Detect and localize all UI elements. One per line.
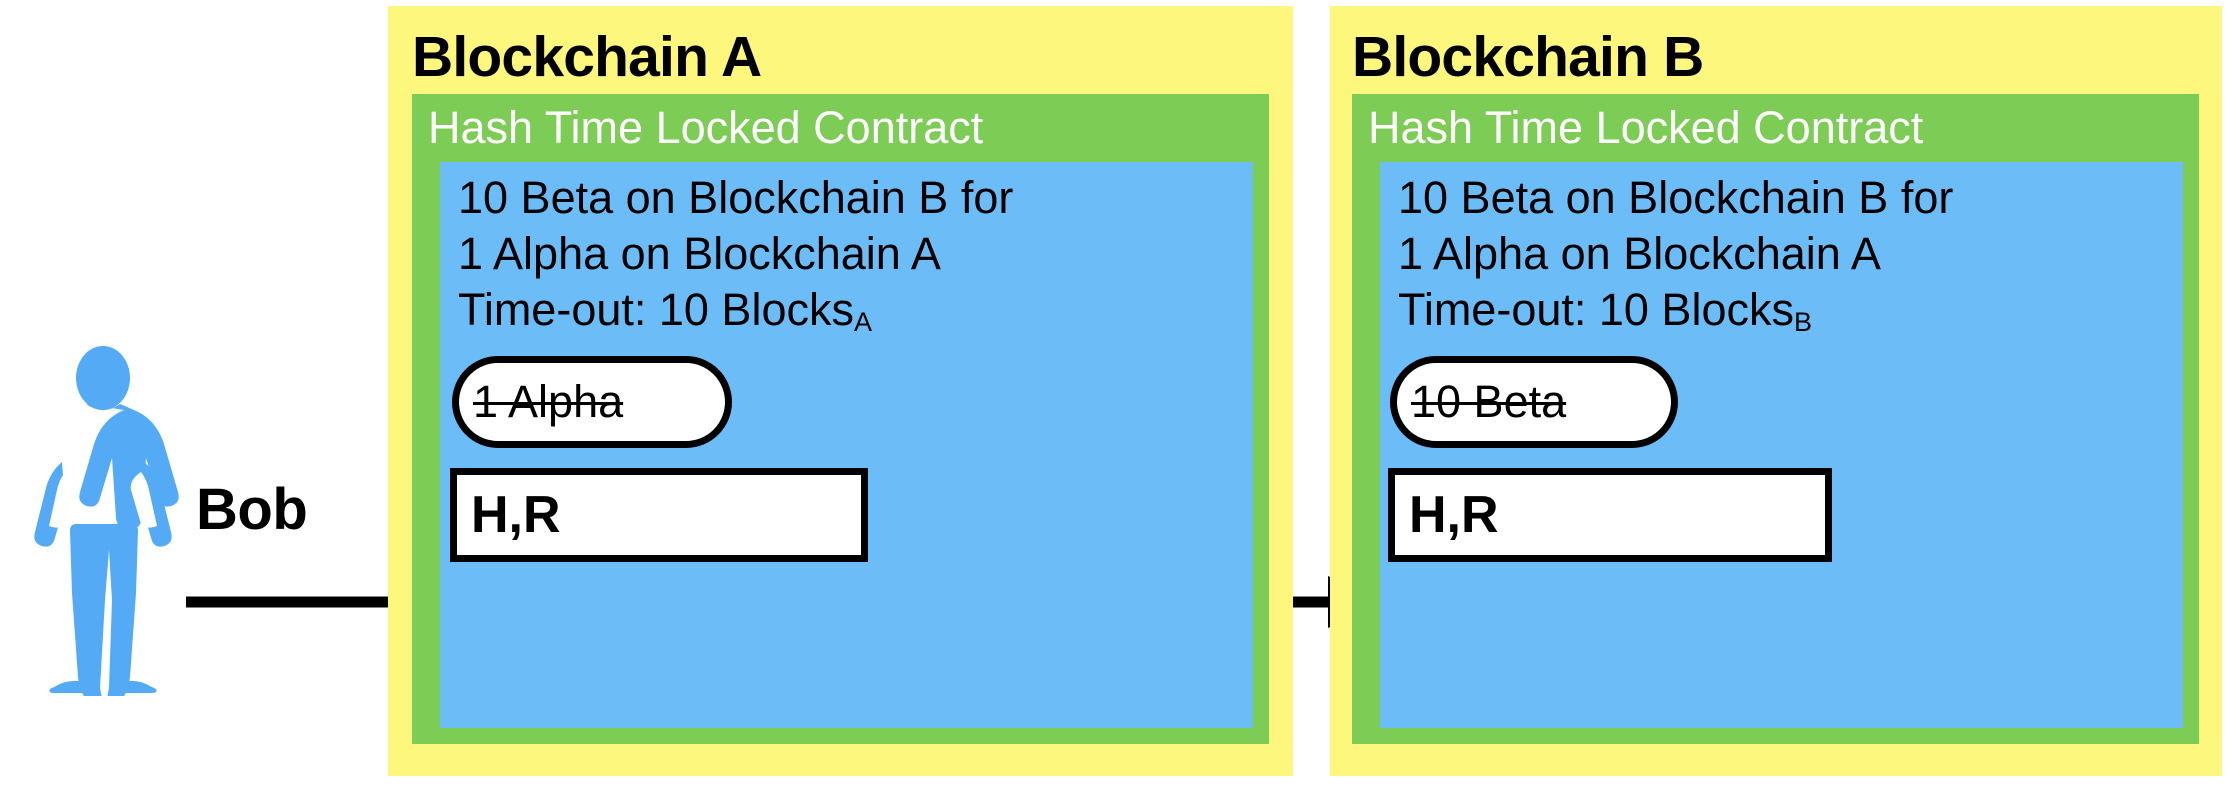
asset-pill[interactable]: 1 Alpha <box>452 356 732 448</box>
asset-pill-label: 1 Alpha <box>473 376 624 427</box>
chain-panel-a: Blockchain A Hash Time Locked Contract 1… <box>388 6 1293 776</box>
secret-box[interactable]: H,R <box>450 468 868 562</box>
terms-line-subscript: A <box>853 306 872 337</box>
secret-box-label: H,R <box>471 486 561 544</box>
terms-line-text: 1 Alpha on Blockchain A <box>458 228 941 279</box>
chain-panel-b: Blockchain B Hash Time Locked Contract 1… <box>1330 6 2222 776</box>
htlc-title: Hash Time Locked Contract <box>428 102 984 153</box>
terms-line: 10 Beta on Blockchain B for <box>458 170 1245 226</box>
terms-line: 1 Alpha on Blockchain A <box>458 226 1245 282</box>
htlc-container: Hash Time Locked Contract 10 Beta on Blo… <box>1352 94 2199 744</box>
terms-line-text: Time-out: 10 Blocks <box>1398 284 1794 335</box>
secret-box-label: H,R <box>1409 486 1499 544</box>
contract-terms: 10 Beta on Blockchain B for 1 Alpha on B… <box>1380 162 2183 728</box>
terms-lines: 10 Beta on Blockchain B for 1 Alpha on B… <box>458 170 1245 344</box>
terms-line: 10 Beta on Blockchain B for <box>1398 170 2175 226</box>
chain-title: Blockchain A <box>412 25 762 89</box>
terms-line-text: 1 Alpha on Blockchain A <box>1398 228 1881 279</box>
contract-terms: 10 Beta on Blockchain B for 1 Alpha on B… <box>440 162 1253 728</box>
terms-line: Time-out: 10 BlocksB <box>1398 282 2175 344</box>
asset-pill[interactable]: 10 Beta <box>1390 356 1678 448</box>
terms-line-text: 10 Beta on Blockchain B for <box>1398 172 1954 223</box>
htlc-title: Hash Time Locked Contract <box>1368 102 1924 153</box>
terms-line-subscript: B <box>1793 306 1812 337</box>
secret-box[interactable]: H,R <box>1388 468 1832 562</box>
terms-line: Time-out: 10 BlocksA <box>458 282 1245 344</box>
person-silhouette-icon <box>18 346 188 696</box>
terms-line-text: 10 Beta on Blockchain B for <box>458 172 1014 223</box>
terms-lines: 10 Beta on Blockchain B for 1 Alpha on B… <box>1398 170 2175 344</box>
terms-line: 1 Alpha on Blockchain A <box>1398 226 2175 282</box>
terms-line-text: Time-out: 10 Blocks <box>458 284 854 335</box>
chain-title: Blockchain B <box>1352 25 1704 89</box>
asset-pill-label: 10 Beta <box>1411 376 1567 427</box>
actor-label: Bob <box>196 477 308 542</box>
htlc-container: Hash Time Locked Contract 10 Beta on Blo… <box>412 94 1269 744</box>
